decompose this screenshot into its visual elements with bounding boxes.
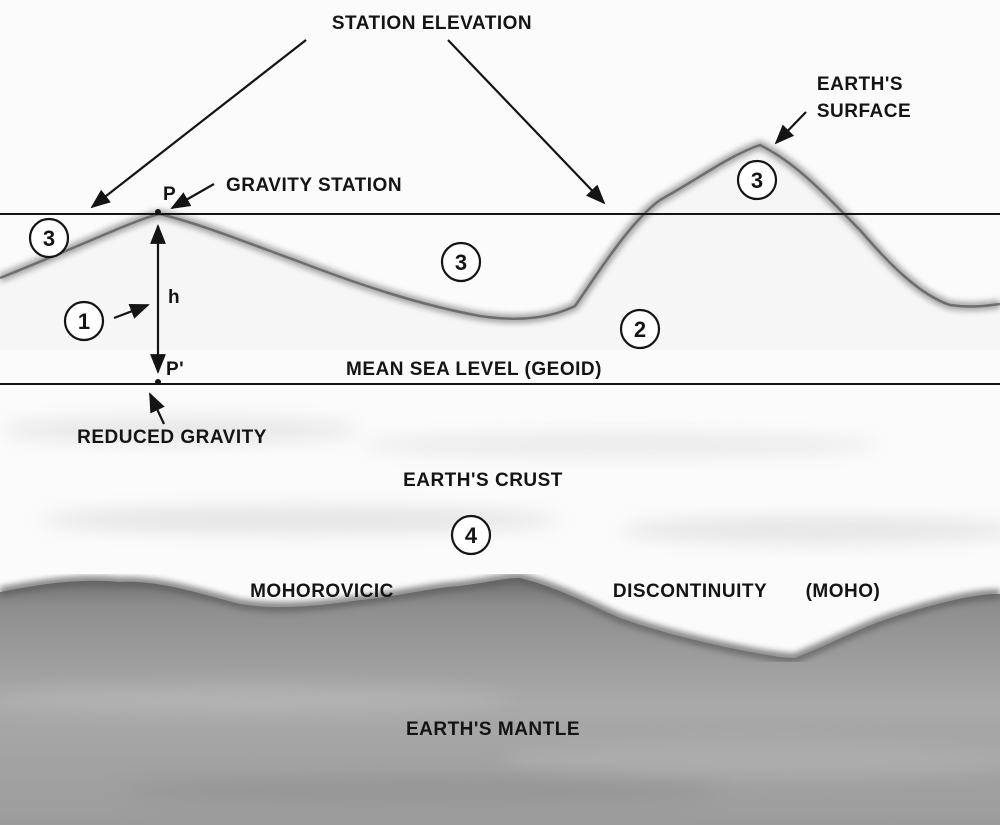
earths-surface-label-line1: EARTH'S bbox=[817, 74, 903, 95]
moho-label: (MOHO) bbox=[806, 581, 881, 602]
gravity-station-arrow bbox=[170, 183, 215, 209]
marker-4-label: 4 bbox=[465, 523, 478, 548]
gravity-station-label: GRAVITY STATION bbox=[226, 175, 402, 196]
marker-3-mid: 3 bbox=[440, 241, 482, 283]
earths-surface-label-line2: SURFACE bbox=[817, 101, 911, 122]
marker-3-mid-label: 3 bbox=[455, 250, 467, 275]
marker-4: 4 bbox=[450, 514, 492, 556]
marker-1-label: 1 bbox=[78, 309, 90, 334]
marker-1: 1 bbox=[63, 300, 105, 342]
marker-3-left-label: 3 bbox=[43, 226, 55, 251]
mantle bbox=[0, 572, 1000, 825]
mean-sea-level-label: MEAN SEA LEVEL (GEOID) bbox=[346, 359, 602, 380]
earths-crust-label: EARTH'S CRUST bbox=[403, 470, 563, 491]
station-elevation-arrow-left bbox=[90, 39, 307, 209]
crust-haze bbox=[0, 416, 1000, 544]
marker-2-label: 2 bbox=[634, 317, 646, 342]
mohorovicic-label: MOHOROVICIC bbox=[250, 581, 394, 602]
reduced-gravity-arrow bbox=[149, 392, 165, 425]
point-p-prime-dot bbox=[155, 379, 161, 385]
reduced-gravity-label: REDUCED GRAVITY bbox=[77, 427, 267, 448]
terrain bbox=[0, 140, 1000, 350]
station-elevation-label: STATION ELEVATION bbox=[332, 13, 532, 34]
moho-boundary-shadow bbox=[0, 572, 1000, 664]
marker-3-peak-label: 3 bbox=[751, 168, 763, 193]
marker-2: 2 bbox=[619, 308, 661, 350]
point-p-dot bbox=[155, 209, 161, 215]
point-p-prime-label: P' bbox=[166, 359, 184, 380]
station-elevation-arrow-right bbox=[447, 39, 606, 205]
height-label: h bbox=[168, 287, 180, 308]
discontinuity-label: DISCONTINUITY bbox=[613, 581, 767, 602]
marker-3-peak: 3 bbox=[736, 159, 778, 201]
point-p-label: P bbox=[163, 184, 176, 205]
earths-surface-arrow bbox=[774, 111, 807, 145]
marker-3-left: 3 bbox=[28, 217, 70, 259]
terrain-surface-line bbox=[0, 143, 1000, 321]
marker-1-arrow bbox=[113, 303, 150, 320]
earths-mantle-label: EARTH'S MANTLE bbox=[406, 719, 580, 740]
